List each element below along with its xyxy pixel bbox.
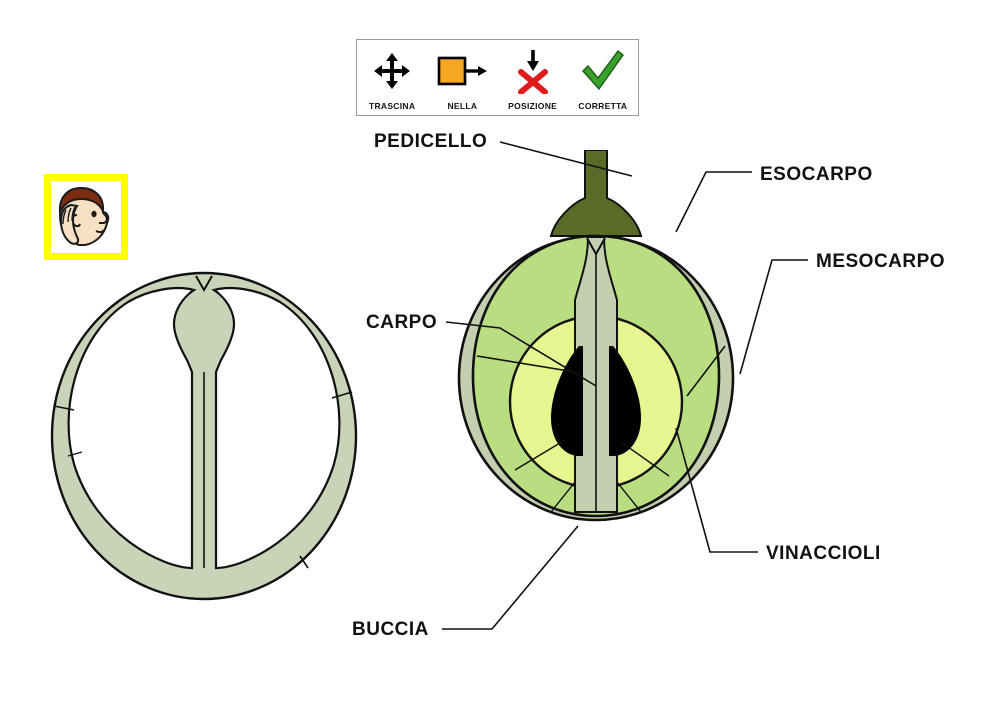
toolbar-label-nella: NELLA (447, 101, 478, 111)
label-vinaccioli[interactable]: VINACCIOLI (766, 543, 881, 564)
label-carpo[interactable]: CARPO (366, 312, 438, 333)
toolbar-item-nella: NELLA (427, 40, 497, 115)
grape-cross-section-labeled[interactable] (455, 149, 745, 550)
grape-cross-section-blank[interactable] (44, 268, 364, 603)
leader-mesocarpo (739, 259, 808, 375)
stem-shape (549, 149, 643, 237)
move-arrows-icon (357, 40, 427, 101)
listen-ear-icon (51, 181, 121, 253)
label-mesocarpo[interactable]: MESOCARPO (816, 251, 946, 272)
toolbar-item-corretta: CORRETTA (568, 40, 638, 115)
grape-blank-svg (50, 271, 358, 601)
green-check-icon (568, 40, 638, 101)
listen-audio-button[interactable] (44, 174, 128, 260)
seed-right (609, 346, 641, 456)
toolbar-label-trascina: TRASCINA (368, 101, 416, 111)
toolbar-item-posizione: POSIZIONE (498, 40, 568, 115)
toolbar-item-trascina: TRASCINA (357, 40, 427, 115)
listen-ear-icon-glyph (58, 186, 110, 246)
grape-labeled-svg (457, 149, 735, 522)
red-cross-down-arrow-icon (498, 40, 568, 101)
label-buccia[interactable]: BUCCIA (352, 619, 429, 640)
toolbar-label-posizione: POSIZIONE (508, 101, 558, 111)
label-esocarpo[interactable]: ESOCARPO (760, 164, 873, 185)
orange-square-arrow-icon (427, 40, 497, 101)
toolbar-label-corretta: CORRETTA (578, 101, 628, 111)
drag-instruction-toolbar: TRASCINA NELLA POSIZIONE (356, 39, 639, 116)
label-pedicello[interactable]: PEDICELLO (374, 131, 488, 152)
